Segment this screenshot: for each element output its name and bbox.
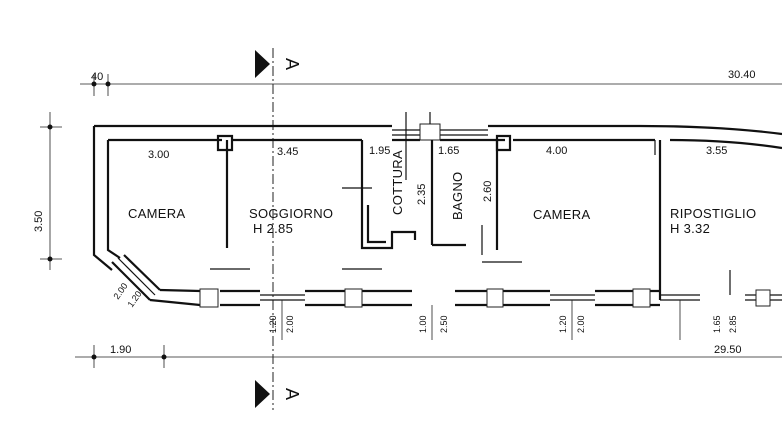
opening-center-width: 1.00 — [418, 315, 428, 333]
top-dimension-line: 40 30.40 — [80, 69, 782, 96]
interior-walls — [216, 134, 662, 300]
room-height-soggiorno: H 2.85 — [253, 221, 293, 236]
room-width-cottura: 1.95 — [369, 145, 390, 157]
room-name-soggiorno: SOGGIORNO — [249, 206, 333, 221]
room-name-bagno: BAGNO — [450, 172, 465, 220]
room-width-ripostiglio: 3.55 — [706, 145, 727, 157]
opening-bay-width: 2.00 — [111, 281, 129, 301]
opening-camera-width: 2.00 — [576, 315, 586, 333]
dimension-bottom-left: 1.90 — [110, 344, 131, 356]
section-label-bottom: A — [282, 388, 302, 400]
section-cut-a: A A — [255, 48, 302, 410]
left-dimension-line: 3.50 — [33, 112, 62, 270]
room-name-cottura: COTTURA — [390, 150, 405, 215]
room-height-ripostiglio: H 3.32 — [670, 221, 710, 236]
room-width-camera: 3.00 — [148, 149, 169, 161]
opening-center-height: 2.50 — [439, 315, 449, 333]
dimension-bottom-right: 29.50 — [714, 344, 742, 356]
bottom-dimension-line: 1.90 29.50 — [75, 344, 782, 368]
room-name-ripostiglio: RIPOSTIGLIO — [670, 206, 756, 221]
wall-pillars — [199, 123, 771, 308]
section-label-top: A — [282, 58, 302, 70]
opening-soggiorno-height: 1.20 — [268, 315, 278, 333]
room-widths: 3.00 3.45 1.95 1.65 4.00 3.55 — [148, 145, 727, 161]
room-name-camera: CAMERA — [128, 206, 185, 221]
opening-ripostiglio-width: 2.85 — [728, 315, 738, 333]
dimension-top-left: 40 — [91, 71, 103, 83]
opening-camera-height: 1.20 — [558, 315, 568, 333]
opening-soggiorno-width: 2.00 — [285, 315, 295, 333]
room-depth-cottura: 2.35 — [416, 184, 428, 205]
section-arrow-bottom-icon — [255, 380, 270, 408]
opening-ripostiglio-height: 1.65 — [712, 315, 722, 333]
room-name-camera-2: CAMERA — [533, 207, 590, 222]
room-width-camera-2: 4.00 — [546, 145, 567, 157]
room-depth-bagno: 2.60 — [482, 181, 494, 202]
room-width-bagno: 1.65 — [438, 145, 459, 157]
section-arrow-top-icon — [255, 50, 270, 78]
room-width-soggiorno: 3.45 — [277, 146, 298, 158]
dimension-left-height: 3.50 — [33, 211, 45, 232]
dimension-top-right: 30.40 — [728, 69, 756, 81]
door-swings — [210, 112, 731, 295]
room-labels: CAMERA SOGGIORNO H 2.85 COTTURA 2.35 BAG… — [128, 150, 756, 236]
